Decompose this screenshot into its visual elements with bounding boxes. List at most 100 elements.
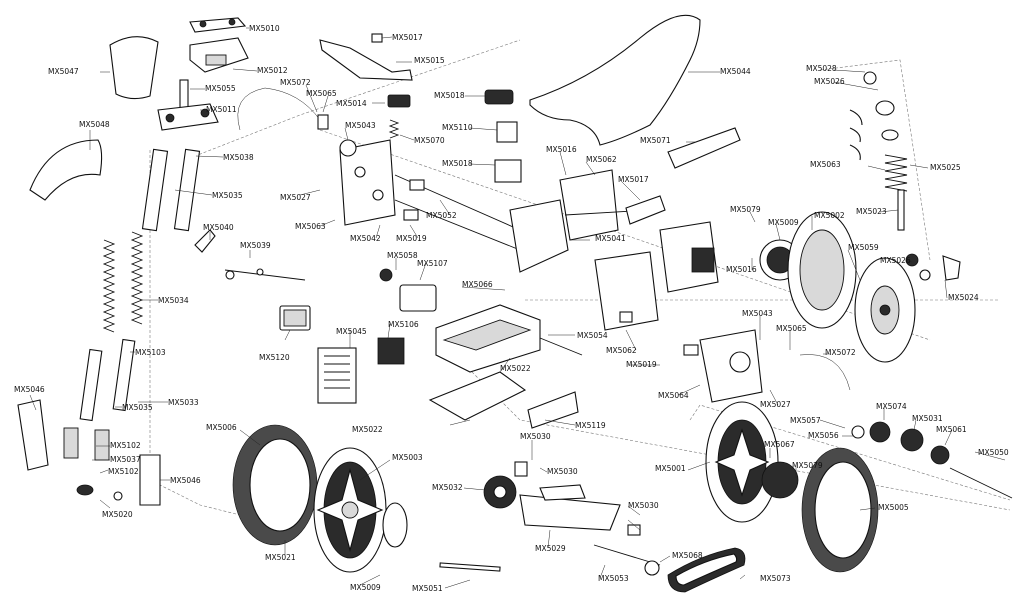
part-label: MX5018 [434, 91, 465, 100]
part-label: MX5014 [336, 99, 367, 108]
part-label: MX5071 [640, 136, 671, 145]
part-label: MX5055 [205, 84, 236, 93]
part-label: MX5039 [240, 241, 271, 250]
part-label: MX5030 [547, 467, 578, 476]
part-label: MX5034 [158, 296, 189, 305]
part-label: MX5073 [760, 574, 791, 583]
part-label: MX5066 [462, 280, 493, 289]
rear-shock [849, 71, 961, 281]
part-label: MX5065 [776, 324, 807, 333]
part-label: MX5035 [122, 403, 153, 412]
swing-arm-chain [483, 461, 746, 593]
part-label: MX5006 [206, 423, 237, 432]
part-label: MX5027 [760, 400, 791, 409]
part-label: MX5120 [259, 353, 290, 362]
part-label: MX5011 [206, 105, 237, 114]
part-label: MX5106 [388, 320, 419, 329]
part-label: MX5064 [658, 391, 689, 400]
part-label: MX5068 [672, 551, 703, 560]
part-label: MX5023 [856, 207, 887, 216]
part-label: MX5033 [168, 398, 199, 407]
part-label: MX5074 [876, 402, 907, 411]
part-label: MX5027 [280, 193, 311, 202]
part-label: MX5072 [280, 78, 311, 87]
part-label: MX5110 [442, 123, 473, 132]
part-label: MX5056 [808, 431, 839, 440]
part-label: MX5058 [387, 251, 418, 260]
part-label: MX5065 [306, 89, 337, 98]
part-label: MX5022 [500, 364, 531, 373]
part-label: MX5046 [14, 385, 45, 394]
part-label: MX5016 [546, 145, 577, 154]
part-label: MX5030 [520, 432, 551, 441]
part-label: MX5053 [598, 574, 629, 583]
part-label: MX5005 [878, 503, 909, 512]
part-label: MX5072 [825, 348, 856, 357]
part-label: MX5009 [350, 583, 381, 592]
part-label: MX5050 [978, 448, 1009, 457]
part-label: MX5022 [352, 425, 383, 434]
part-label: MX5025 [930, 163, 961, 172]
part-label: MX5062 [606, 346, 637, 355]
part-label: MX5079 [792, 461, 823, 470]
part-label: MX5061 [936, 425, 967, 434]
part-label: MX5070 [414, 136, 445, 145]
part-label: MX5021 [265, 553, 296, 562]
main-chassis [237, 33, 851, 429]
part-label: MX5032 [432, 483, 463, 492]
part-label: MX5048 [79, 120, 110, 129]
part-label: MX5028 [806, 64, 837, 73]
part-label: MX5063 [810, 160, 841, 169]
part-label: MX5019 [396, 234, 427, 243]
part-label: MX5063 [295, 222, 326, 231]
part-label: MX5018 [442, 159, 473, 168]
part-label: MX5057 [790, 416, 821, 425]
part-label: MX5043 [742, 309, 773, 318]
part-label: MX5002 [814, 211, 845, 220]
part-label: MX5043 [345, 121, 376, 130]
rear-wheel-assembly [705, 211, 1013, 573]
part-label: MX5119 [575, 421, 606, 430]
part-label: MX5037 [110, 455, 141, 464]
part-label: MX5035 [212, 191, 243, 200]
part-label: MX5024 [948, 293, 979, 302]
part-label: MX5015 [414, 56, 445, 65]
part-label: MX5019 [626, 360, 657, 369]
part-label: MX5079 [730, 205, 761, 214]
part-label: MX5009 [768, 218, 799, 227]
part-label: MX5031 [912, 414, 943, 423]
part-label: MX5040 [203, 223, 234, 232]
body-seat [529, 14, 741, 169]
part-label: MX5041 [595, 234, 626, 243]
part-label: MX5020 [102, 510, 133, 519]
part-label: MX5001 [655, 464, 686, 473]
part-labels: MX5010 MX5012 MX5047 MX5055 MX5011 MX504… [14, 24, 1009, 593]
part-label: MX5045 [336, 327, 367, 336]
part-label: MX5067 [764, 440, 795, 449]
part-label: MX5030 [628, 501, 659, 510]
part-label: MX5042 [350, 234, 381, 243]
part-label: MX5003 [392, 453, 423, 462]
front-fork-assembly [17, 17, 311, 506]
part-label: MX5038 [223, 153, 254, 162]
part-label: MX5103 [135, 348, 166, 357]
part-label: MX5102 [108, 467, 139, 476]
part-label: MX5012 [257, 66, 288, 75]
part-label: MX5044 [720, 67, 751, 76]
callout-leader-lines [29, 27, 1006, 589]
part-label: MX5017 [618, 175, 649, 184]
part-label: MX5026 [880, 256, 911, 265]
part-label: MX5051 [412, 584, 443, 593]
part-label: MX5107 [417, 259, 448, 268]
part-label: MX5047 [48, 67, 79, 76]
part-label: MX5062 [586, 155, 617, 164]
front-wheel [232, 424, 501, 573]
part-label: MX5059 [848, 243, 879, 252]
part-label: MX5102 [110, 441, 141, 450]
part-label: MX5016 [726, 265, 757, 274]
part-label: MX5046 [170, 476, 201, 485]
part-label: MX5029 [535, 544, 566, 553]
part-label: MX5052 [426, 211, 457, 220]
part-label: MX5054 [577, 331, 608, 340]
